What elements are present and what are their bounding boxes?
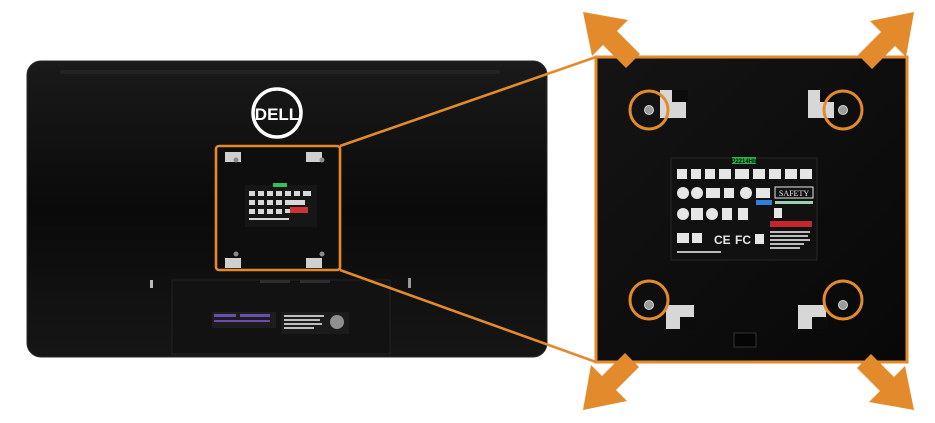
highlight-circle-bottom-right: [822, 279, 864, 321]
highlight-circle-bottom-left: [628, 279, 670, 321]
arrow-up-left: [583, 12, 640, 68]
label-ce-mark: CE: [714, 233, 731, 247]
screw-hole-top-right: [838, 105, 848, 115]
zoom-callout-lines: [214, 55, 597, 364]
highlight-circle-top-right: [822, 89, 864, 131]
highlight-circle-top-left: [628, 89, 670, 131]
callout-line-bottom: [339, 268, 597, 364]
port-marker: [150, 280, 153, 288]
arrow-down-left: [583, 353, 639, 410]
label-fc-mark: FC: [735, 233, 751, 247]
monitor-vesa-highlight: [214, 144, 342, 272]
arrow-down-right: [857, 354, 914, 410]
dell-logo-text: DELL: [255, 105, 299, 124]
arrow-up-right: [858, 12, 914, 69]
screw-hole-bottom-right: [838, 300, 848, 310]
zoomed-vesa-panel: P2214Hb S: [594, 55, 909, 364]
screw-hole-top-left: [644, 105, 654, 115]
dell-logo: DELL: [251, 87, 303, 139]
label-safety: SAFETY: [779, 189, 809, 198]
direction-arrows: [583, 12, 914, 410]
monitor-back: DELL: [26, 60, 548, 358]
callout-line-top: [339, 55, 597, 148]
screw-hole-bottom-left: [644, 300, 654, 310]
screw-holes: [644, 105, 848, 310]
monitor-stand-base: [171, 279, 391, 355]
monitor-vent: [60, 70, 500, 74]
monitor-vesa-plate: [215, 145, 341, 271]
compliance-label: P2214Hb S: [670, 157, 818, 261]
label-model: P2214Hb: [731, 159, 757, 165]
port-marker: [408, 278, 411, 288]
screw-highlight-circles: [628, 89, 864, 321]
